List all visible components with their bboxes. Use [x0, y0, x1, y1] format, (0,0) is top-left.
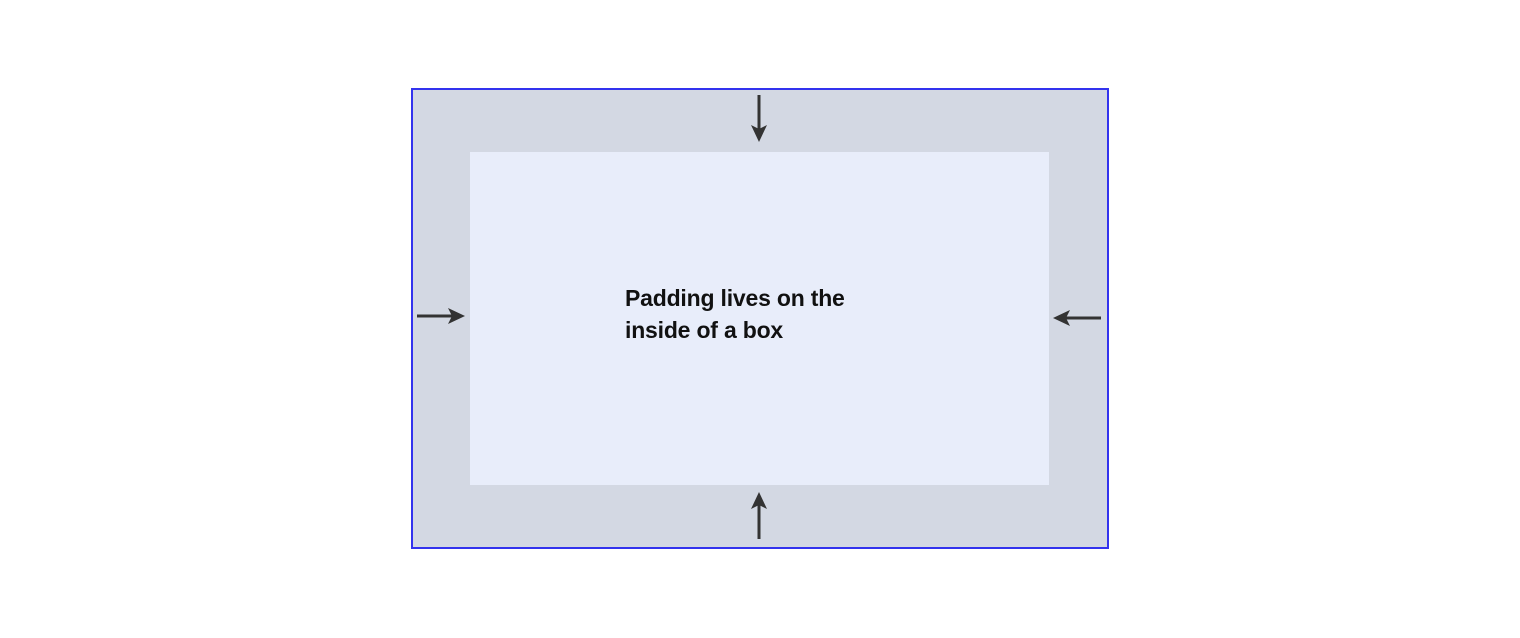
padding-arrow-left	[414, 300, 468, 332]
diagram-caption: Padding lives on the inside of a box	[625, 285, 845, 343]
content-area	[470, 152, 1049, 485]
padding-arrow-right	[1050, 302, 1104, 334]
padding-arrow-bottom	[739, 490, 779, 542]
padding-arrow-top	[739, 92, 779, 144]
